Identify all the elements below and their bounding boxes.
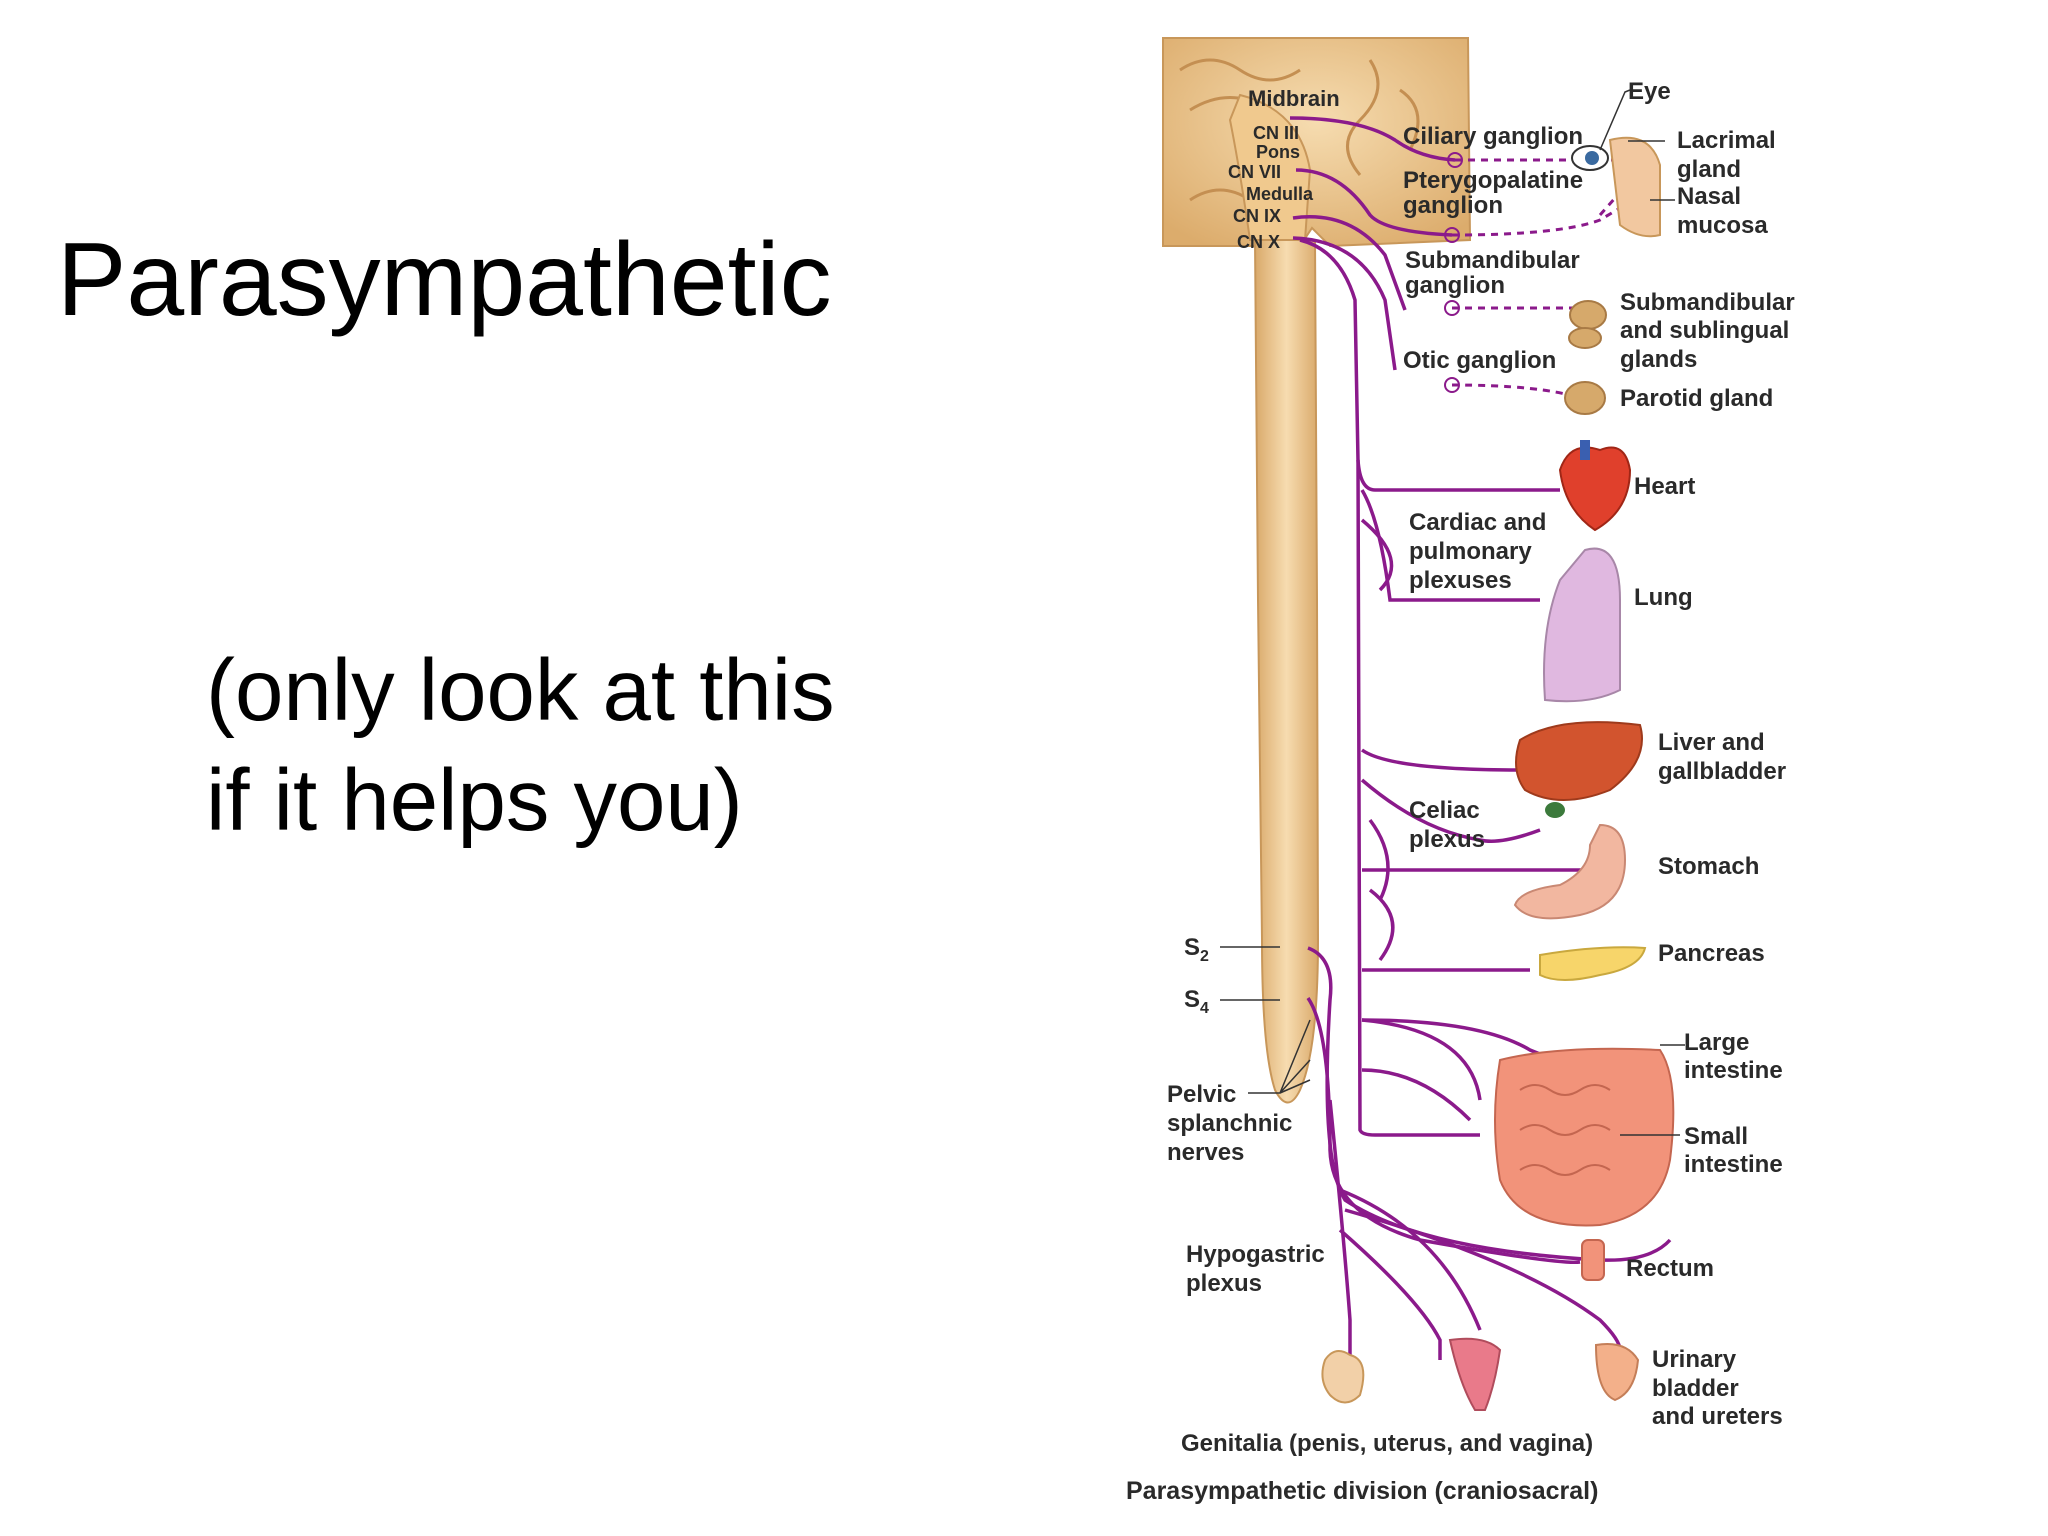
label-submand-glands-2: and sublingual xyxy=(1620,317,1789,344)
slide-note-line-2: if it helps you) xyxy=(206,752,743,849)
heart-organ xyxy=(1558,440,1632,532)
slide-note-line-1: (only look at this xyxy=(206,642,835,739)
lung-organ xyxy=(1543,547,1621,703)
submandibular-gland-organ xyxy=(1569,300,1607,330)
label-submandibular-ganglion-1: Submandibular xyxy=(1405,247,1580,274)
label-pelvic-3: nerves xyxy=(1167,1139,1244,1166)
uterus-organ xyxy=(1448,1337,1502,1411)
label-submand-glands-3: glands xyxy=(1620,346,1697,373)
label-small-int-2: intestine xyxy=(1684,1151,1783,1178)
parotid-gland-organ xyxy=(1564,381,1606,415)
label-s4-letter: S xyxy=(1184,986,1200,1013)
label-cn9: CN IX xyxy=(1233,206,1281,226)
label-celiac-1: Celiac xyxy=(1409,797,1480,824)
label-bladder-1: Urinary xyxy=(1652,1346,1737,1373)
label-nasal-2: mucosa xyxy=(1677,212,1768,239)
label-submand-glands-1: Submandibular xyxy=(1620,289,1795,316)
label-ciliary-ganglion: Ciliary ganglion xyxy=(1403,123,1583,150)
label-pelvic-2: splanchnic xyxy=(1167,1110,1292,1137)
label-parotid: Parotid gland xyxy=(1620,385,1773,412)
eye-organ xyxy=(1571,145,1609,171)
vagus-nerve xyxy=(1299,238,1590,1137)
label-bladder-3: and ureters xyxy=(1652,1403,1783,1430)
label-medulla: Medulla xyxy=(1246,184,1314,204)
label-cn7: CN VII xyxy=(1228,162,1281,182)
label-stomach: Stomach xyxy=(1658,853,1759,880)
label-pelvic-1: Pelvic xyxy=(1167,1081,1236,1108)
label-hypogastric-1: Hypogastric xyxy=(1186,1241,1325,1268)
label-midbrain: Midbrain xyxy=(1248,86,1340,111)
label-pancreas: Pancreas xyxy=(1658,940,1765,967)
label-s4: S4 xyxy=(1184,986,1209,1017)
rectum-organ xyxy=(1581,1239,1605,1281)
label-celiac-2: plexus xyxy=(1409,826,1485,853)
leader-lines xyxy=(1220,89,1685,1136)
figure-caption: Parasympathetic division (craniosacral) xyxy=(1126,1477,1598,1505)
label-bladder-2: bladder xyxy=(1652,1375,1739,1402)
label-cardiac-1: Cardiac and xyxy=(1409,509,1546,536)
label-s4-subscript: 4 xyxy=(1200,1000,1209,1017)
gallbladder-organ xyxy=(1545,802,1565,818)
intestines-organ xyxy=(1494,1047,1675,1227)
genitalia-male-organ xyxy=(1321,1350,1365,1404)
label-pons: Pons xyxy=(1256,142,1300,162)
label-s2: S2 xyxy=(1184,934,1209,965)
sacral-nerves xyxy=(1306,946,1672,1380)
face-profile xyxy=(1608,136,1661,238)
label-pterygopalatine-1: Pterygopalatine xyxy=(1403,167,1583,194)
label-cardiac-2: pulmonary xyxy=(1409,538,1532,565)
label-large-int-2: intestine xyxy=(1684,1057,1783,1084)
bladder-organ xyxy=(1594,1343,1640,1402)
label-cardiac-3: plexuses xyxy=(1409,567,1512,594)
spinal-cord xyxy=(1253,239,1320,1104)
sublingual-gland-organ xyxy=(1568,327,1602,349)
liver-organ xyxy=(1515,721,1643,801)
pancreas-organ xyxy=(1539,946,1647,981)
slide-title: Parasympathetic xyxy=(57,222,832,338)
label-liver-1: Liver and xyxy=(1658,729,1765,756)
label-lacrimal-1: Lacrimal xyxy=(1677,127,1776,154)
label-s2-subscript: 2 xyxy=(1200,948,1209,965)
label-cn10: CN X xyxy=(1237,232,1280,252)
slide-note: (only look at this if it helps you) xyxy=(206,636,835,856)
stomach-organ xyxy=(1513,823,1627,920)
label-liver-2: gallbladder xyxy=(1658,758,1786,785)
label-heart: Heart xyxy=(1634,473,1695,500)
label-hypogastric-2: plexus xyxy=(1186,1270,1262,1297)
label-large-int-1: Large xyxy=(1684,1029,1749,1056)
label-nasal-1: Nasal xyxy=(1677,183,1741,210)
label-small-int-1: Small xyxy=(1684,1123,1748,1150)
label-lacrimal-2: gland xyxy=(1677,156,1741,183)
label-submandibular-ganglion-2: ganglion xyxy=(1405,272,1505,299)
label-cn3: CN III xyxy=(1253,123,1299,143)
label-rectum: Rectum xyxy=(1626,1255,1714,1282)
brain-region xyxy=(1162,37,1472,248)
label-s2-letter: S xyxy=(1184,934,1200,961)
label-lung: Lung xyxy=(1634,584,1693,611)
label-pterygopalatine-2: ganglion xyxy=(1403,192,1503,219)
label-genitalia: Genitalia (penis, uterus, and vagina) xyxy=(1181,1430,1593,1457)
label-eye: Eye xyxy=(1628,78,1671,105)
label-otic-ganglion: Otic ganglion xyxy=(1403,347,1556,374)
